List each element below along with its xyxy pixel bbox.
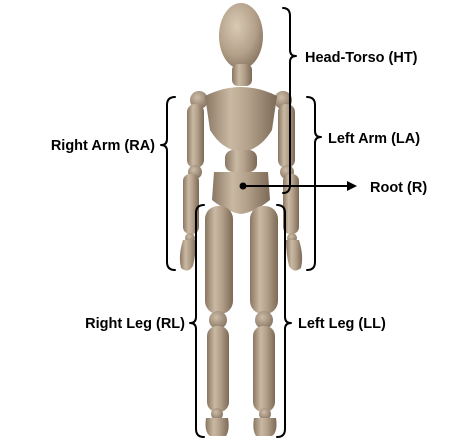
left-leg-label: Left Leg (LL) [298,316,386,332]
mannequin-head [219,3,263,69]
left-arm-label: Left Arm (LA) [328,131,420,147]
root-label: Root (R) [370,180,427,196]
mannequin-right-thigh [205,206,233,314]
mannequin-left-foot [253,418,276,436]
mannequin-chest [205,87,277,152]
mannequin-figure [180,3,302,436]
mannequin-right-foot [206,418,229,436]
mannequin-left-shin [253,326,275,412]
left-arm-brace [307,97,321,270]
mannequin-left-hand [286,240,302,271]
mannequin-waist [225,150,257,172]
right-arm-brace [161,97,175,270]
mannequin-left-thigh [250,206,278,314]
root-point [240,183,247,190]
right-arm-label: Right Arm (RA) [51,138,155,154]
mannequin-left-upper-arm [278,104,295,168]
mannequin-neck [232,64,252,86]
right-leg-label: Right Leg (RL) [85,316,185,332]
head-torso-label: Head-Torso (HT) [305,50,418,66]
mannequin-right-upper-arm [187,104,204,168]
mannequin-right-shin [207,326,229,412]
mannequin-right-hand [180,240,196,271]
